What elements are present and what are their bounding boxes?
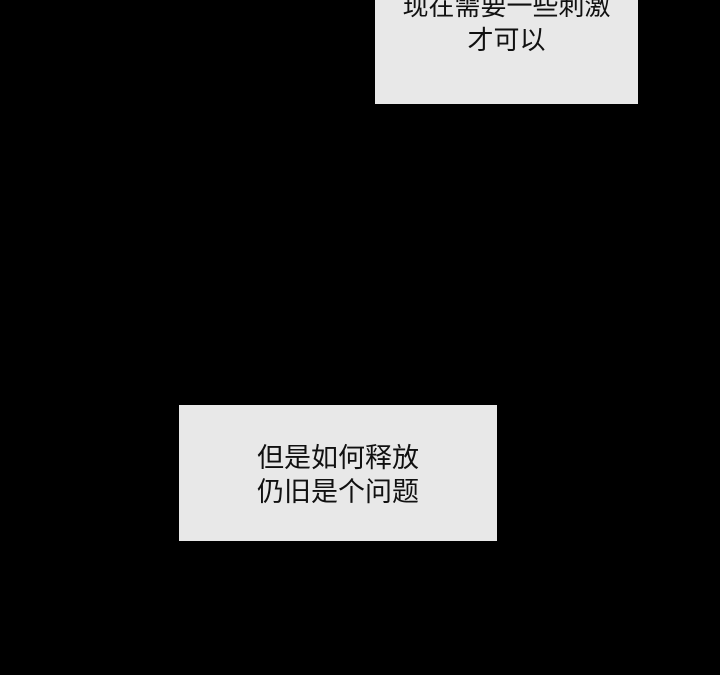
caption-line: 仍旧是个问题 <box>257 477 419 508</box>
caption-line: 现在需要一些刺激 <box>402 0 611 22</box>
caption-line: 才可以 <box>467 26 546 56</box>
caption-box-top: 现在需要一些刺激 才可以 <box>375 0 638 104</box>
caption-line: 但是如何释放 <box>257 443 419 474</box>
caption-box-middle: 但是如何释放 仍旧是个问题 <box>179 405 497 541</box>
